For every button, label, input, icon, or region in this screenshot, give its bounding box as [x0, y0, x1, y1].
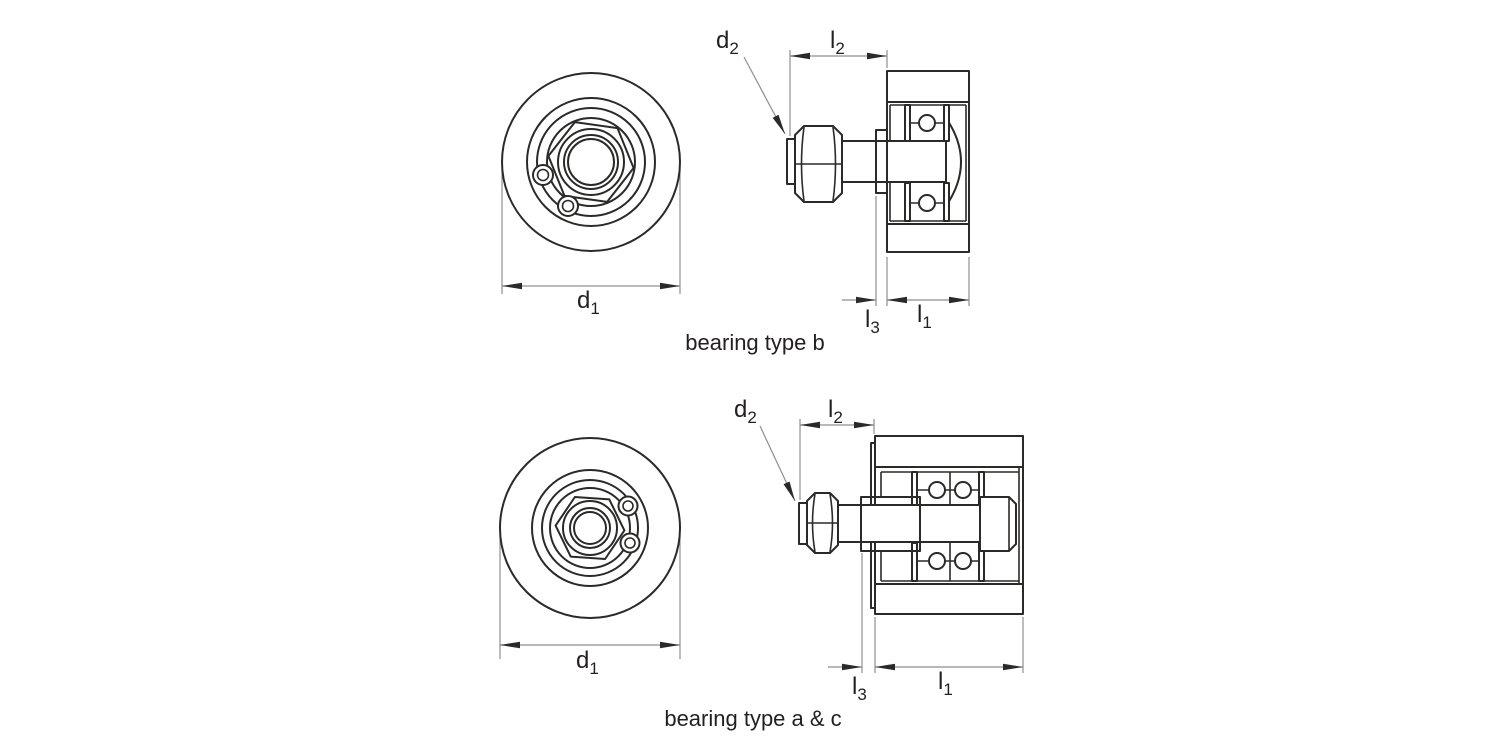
- hex-nut-facet: [811, 493, 816, 553]
- retaining-ring-lug: [557, 195, 579, 217]
- seal-strip: [911, 471, 918, 506]
- washer-circle: [557, 128, 625, 196]
- spanner-hole: [536, 168, 550, 182]
- leader-line: [743, 56, 786, 135]
- bearing-outer-ring-circle: [541, 479, 639, 577]
- spacer-ring: [875, 129, 888, 194]
- bearing-ball: [918, 194, 936, 212]
- dimension-d1-type-ac: d1: [499, 536, 681, 678]
- seal-strip: [904, 182, 911, 222]
- retaining-ring-circle: [549, 487, 631, 569]
- seal-strip: [943, 104, 950, 142]
- dim-label-l1: l1: [938, 668, 953, 699]
- drawing-bearing-type-a-c: d1 l2 d2: [499, 396, 1024, 731]
- bearing-ball: [928, 481, 946, 499]
- bearing-ball: [954, 481, 972, 499]
- caption-type-a-c: bearing type a & c: [664, 706, 841, 731]
- stud-shaft: [841, 140, 947, 183]
- side-view-type-b: [786, 70, 970, 253]
- bearing-outer-ring-circle: [536, 107, 646, 217]
- dim-label-l2: l2: [828, 396, 843, 427]
- drawing-bearing-type-b: d1 l2 d2: [501, 27, 970, 355]
- end-cap-outline: [979, 496, 1017, 552]
- spanner-hole: [561, 199, 575, 213]
- wheel-outer-circle: [499, 437, 681, 619]
- dimension-l3-l1-type-ac: l3 l1: [828, 553, 1024, 704]
- retaining-ring-circle: [546, 117, 636, 207]
- retaining-ring-lug: [532, 164, 554, 186]
- dome-cap-arc: [945, 117, 962, 207]
- retaining-ring-lug: [617, 495, 639, 517]
- caption-type-b: bearing type b: [685, 330, 824, 355]
- bore-circle: [567, 138, 615, 186]
- bearing-ball: [954, 552, 972, 570]
- washer-circle: [562, 500, 618, 556]
- stud-shaft: [837, 504, 981, 543]
- hex-nut-side: [794, 125, 843, 203]
- seal-strip: [943, 182, 950, 222]
- hex-nut-facet: [829, 493, 834, 553]
- washer: [798, 502, 808, 545]
- shaft-circle: [569, 507, 611, 549]
- wheel-outer-circle: [501, 72, 681, 252]
- dimension-d1-type-b: d1: [501, 170, 681, 318]
- wheel-groove-circle: [526, 97, 656, 227]
- dim-label-l1: l1: [917, 301, 932, 332]
- dim-label-d2: d2: [716, 27, 739, 58]
- spacer-sleeve: [860, 496, 921, 552]
- dimension-l3-l1-type-b: l3 l1: [842, 196, 970, 337]
- washer: [786, 138, 796, 185]
- bore-circle: [573, 511, 607, 545]
- seal-strip: [904, 104, 911, 142]
- hex-nut-side: [806, 492, 839, 554]
- front-view-type-b: [501, 72, 681, 252]
- hex-nut-front: [554, 496, 626, 560]
- spanner-hole: [624, 537, 636, 549]
- dim-label-l3: l3: [865, 306, 880, 337]
- shaft-circle: [563, 134, 619, 190]
- dim-label-d1: d1: [576, 647, 599, 678]
- end-cap: [979, 496, 1017, 552]
- hex-nut-front: [547, 121, 635, 203]
- front-view-type-ac: [499, 437, 681, 619]
- spanner-hole: [622, 500, 634, 512]
- dim-label-l2: l2: [830, 27, 845, 58]
- retaining-ring-lug: [619, 532, 641, 554]
- dimension-d2-type-ac: d2: [734, 396, 796, 502]
- bearing-ball: [918, 114, 936, 132]
- dim-label-d1: d1: [577, 287, 600, 318]
- wheel-groove-circle: [531, 469, 649, 587]
- leader-line: [759, 425, 796, 502]
- dimension-l2-type-ac: l2: [799, 396, 875, 500]
- dimension-l2-type-b: l2: [789, 27, 888, 136]
- dimension-d2-type-b: d2: [716, 27, 786, 135]
- dim-label-d2: d2: [734, 396, 757, 427]
- hex-nut-facet: [832, 126, 837, 202]
- bearing-ball: [928, 552, 946, 570]
- hex-nut-facet: [800, 126, 805, 202]
- side-view-type-ac: [798, 435, 1024, 615]
- seal-strip: [911, 542, 918, 582]
- dim-label-l3: l3: [852, 673, 867, 704]
